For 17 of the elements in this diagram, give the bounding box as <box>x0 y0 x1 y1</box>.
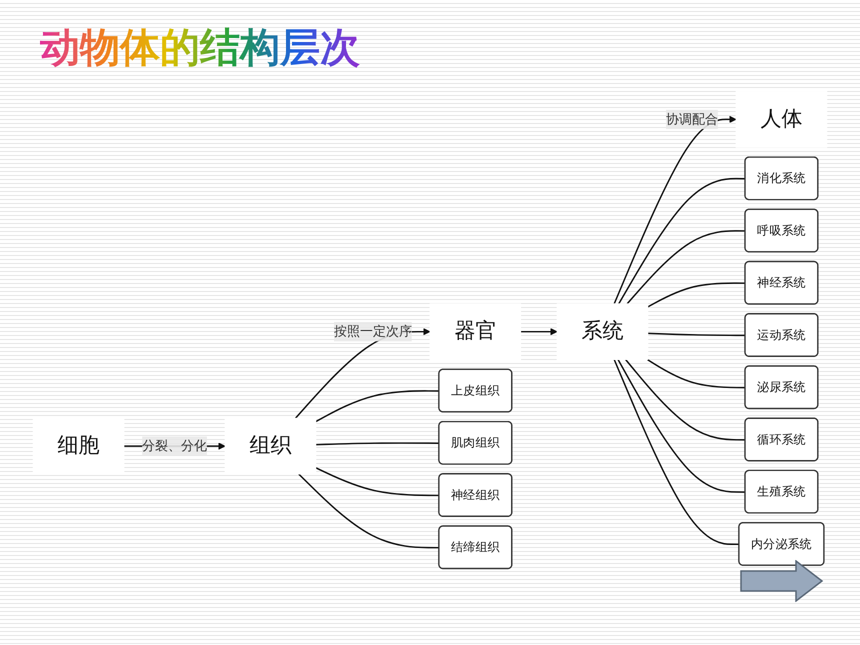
connector <box>648 332 746 336</box>
connector <box>625 359 746 441</box>
connector <box>617 359 746 493</box>
arrow <box>614 116 736 304</box>
edge-label: 协调配合 <box>666 111 718 127</box>
connector <box>316 442 440 446</box>
connector <box>315 390 440 422</box>
connector <box>647 358 746 388</box>
connector <box>647 282 746 308</box>
connector <box>618 178 746 304</box>
edge-label: 分裂、分化 <box>142 438 207 454</box>
connector <box>298 474 440 548</box>
connector <box>614 359 740 546</box>
connector <box>626 230 746 304</box>
edge-label: 按照一定次序 <box>334 324 412 339</box>
arrow <box>520 328 558 336</box>
connector <box>316 467 440 496</box>
